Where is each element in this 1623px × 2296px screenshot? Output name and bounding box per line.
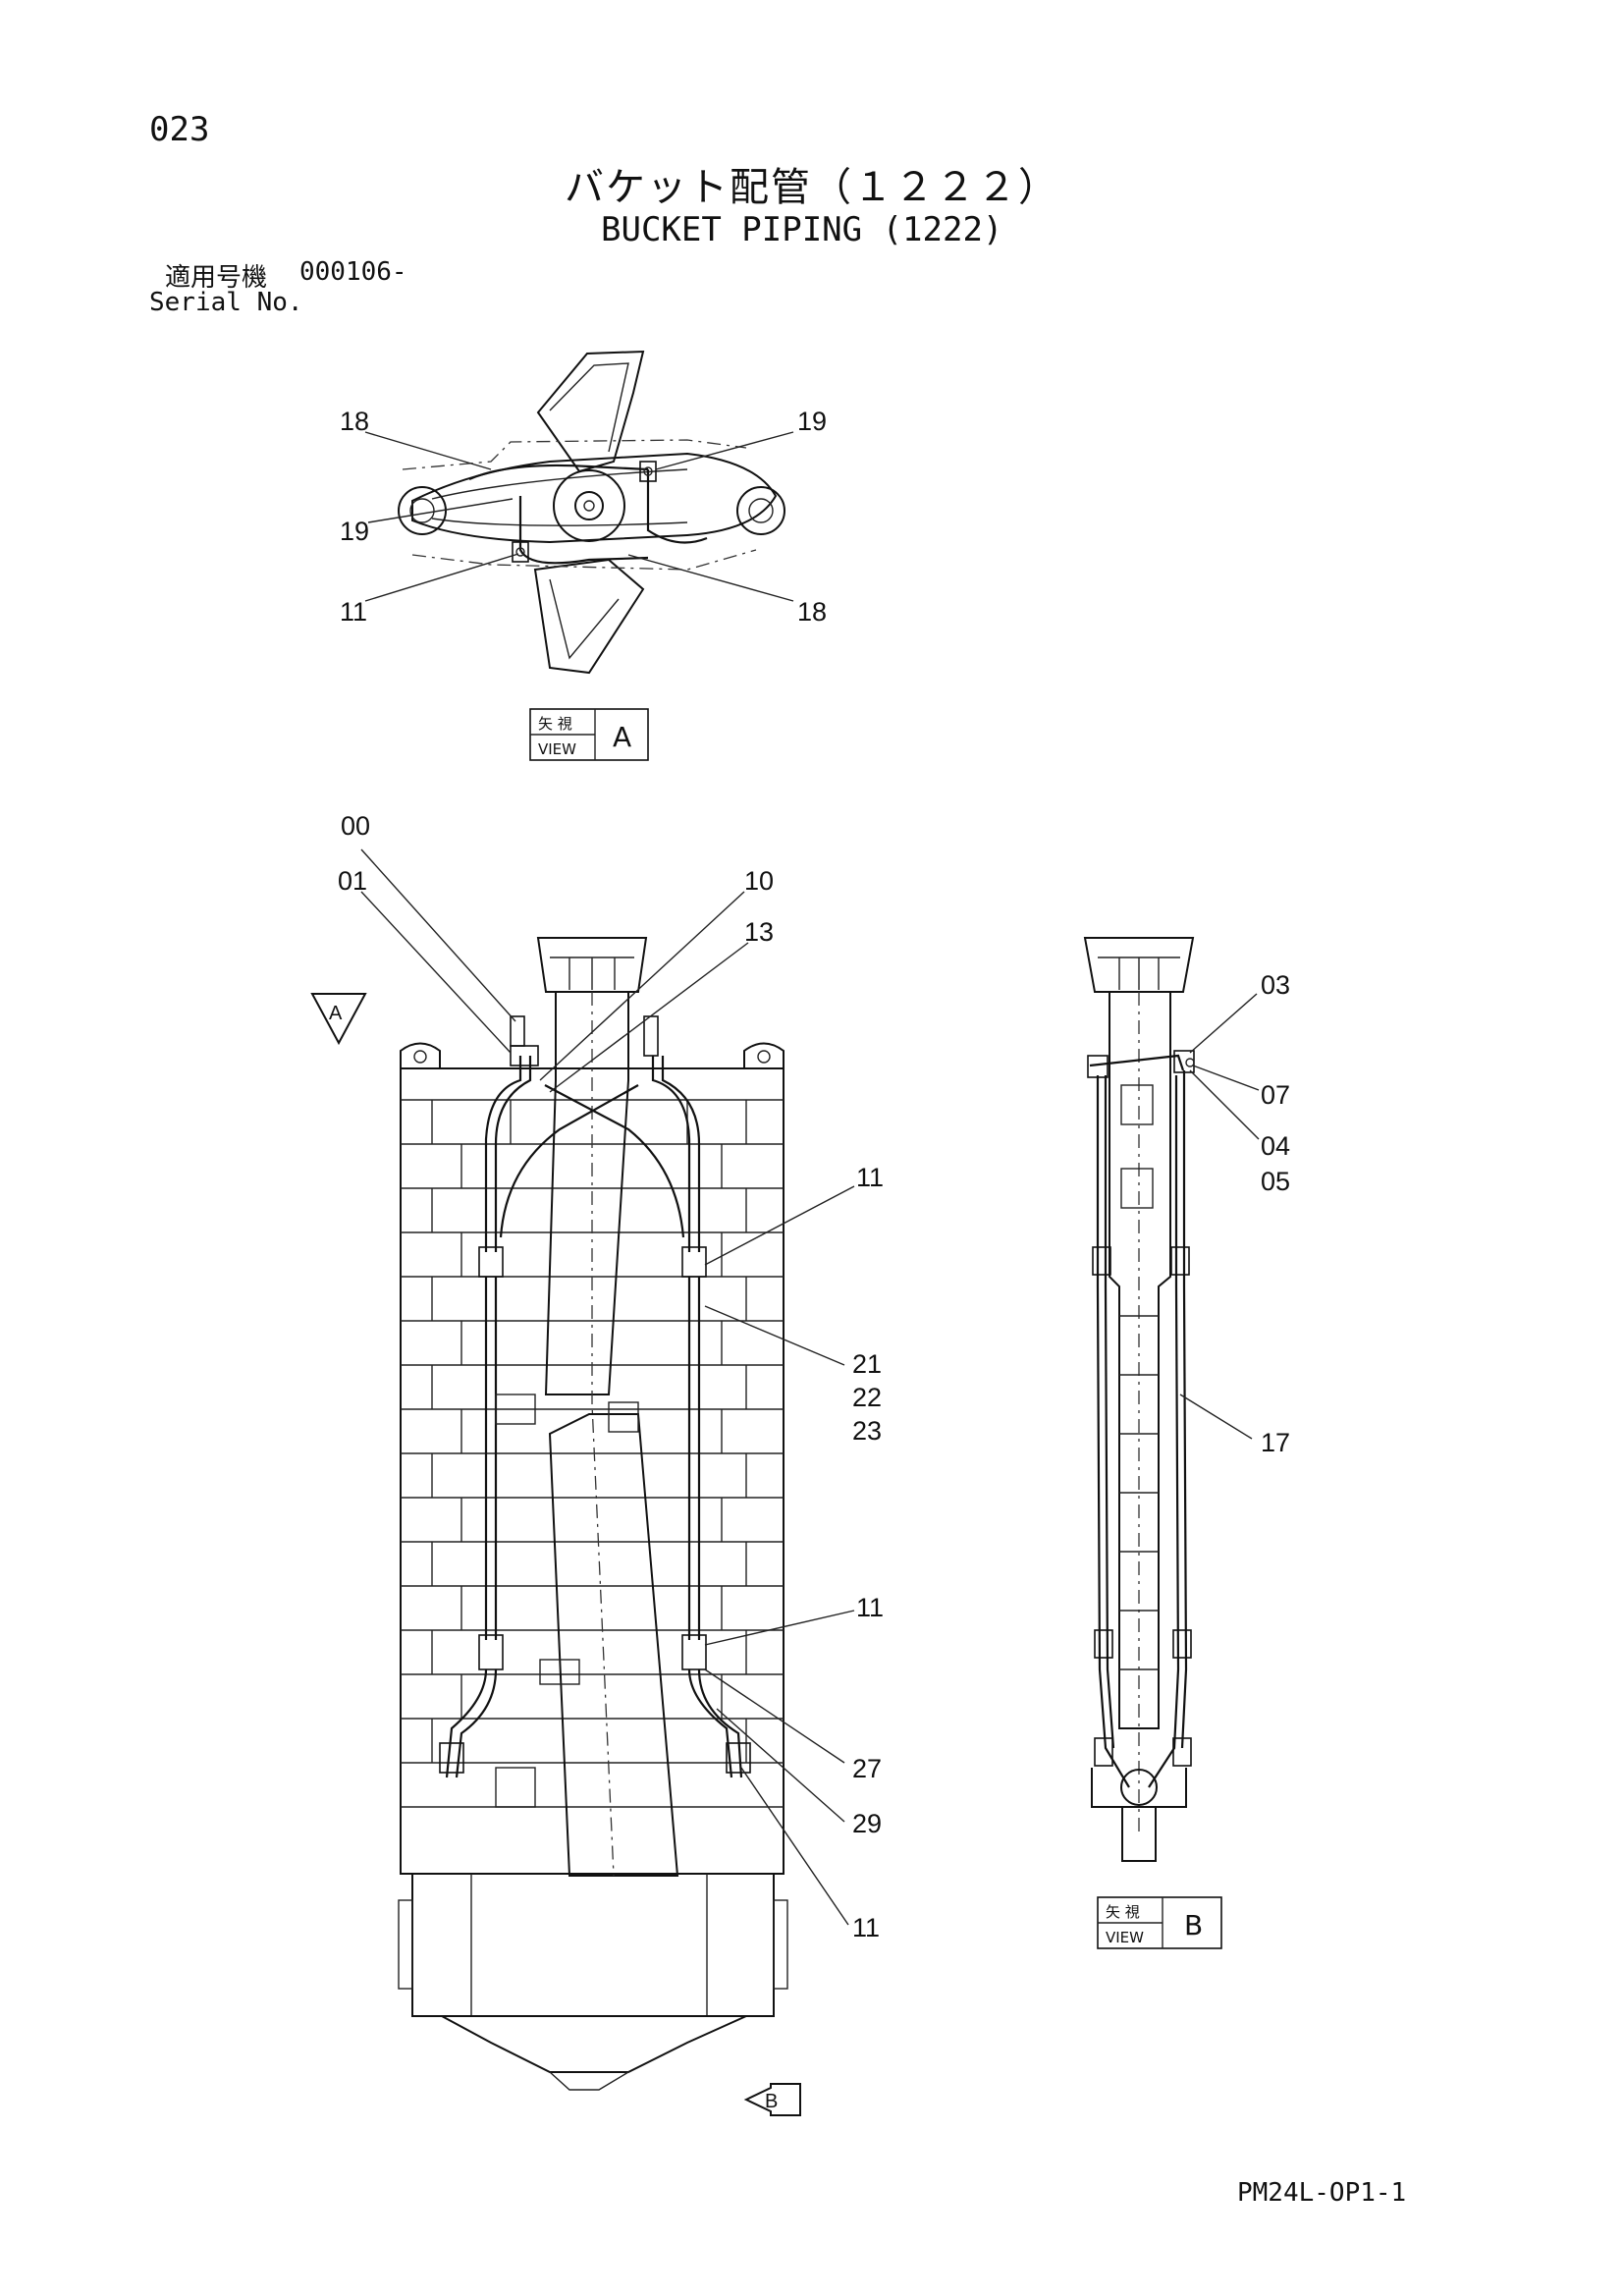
- view-b-en: VIEW: [1106, 1929, 1144, 1946]
- callout-11-upper: 11: [856, 1163, 884, 1192]
- callout-23: 23: [852, 1416, 882, 1446]
- main-view-drawing: [398, 937, 788, 2091]
- callout-21: 21: [852, 1349, 882, 1379]
- page-number: 023: [149, 110, 210, 149]
- view-a-arrow: A: [310, 993, 367, 1046]
- callout-10: 10: [744, 866, 774, 896]
- serial-label-english: Serial No.: [149, 288, 303, 317]
- callout-04: 04: [1261, 1131, 1290, 1161]
- serial-label-japanese: 適用号機: [165, 263, 268, 293]
- callout-19-lower: 19: [340, 517, 369, 546]
- document-code: PM24L-OP1-1: [1237, 2178, 1407, 2208]
- callout-17: 17: [1261, 1428, 1290, 1457]
- view-b-tag: 矢 視 VIEW B: [1097, 1896, 1222, 1949]
- callout-11-middle: 11: [856, 1593, 884, 1622]
- callout-22: 22: [852, 1383, 882, 1412]
- arrow-b-letter: B: [765, 2091, 778, 2112]
- side-view-drawing: [1083, 937, 1195, 1862]
- serial-value: 000106-: [299, 257, 407, 287]
- callout-05: 05: [1261, 1167, 1290, 1196]
- view-b-letter: B: [1184, 1909, 1203, 1941]
- view-b-jp: 矢 視: [1106, 1903, 1140, 1921]
- view-a-jp: 矢 視: [538, 715, 572, 733]
- top-view-drawing: [398, 350, 785, 675]
- callout-27: 27: [852, 1754, 882, 1783]
- side-view-leaders: [1179, 993, 1260, 1440]
- callout-01: 01: [338, 866, 367, 896]
- view-a-tag: 矢 視 VIEW A: [529, 708, 649, 761]
- callout-18-lower: 18: [797, 597, 827, 627]
- title-english: BUCKET PIPING (1222): [601, 210, 1003, 249]
- callout-07: 07: [1261, 1080, 1290, 1110]
- view-a-en: VIEW: [538, 740, 576, 758]
- title-japanese: バケット配管（１２２２）: [565, 165, 1059, 210]
- arrow-a-letter: A: [329, 1003, 343, 1024]
- callout-18-upper: 18: [340, 407, 369, 436]
- callout-29: 29: [852, 1809, 882, 1838]
- callout-03: 03: [1261, 970, 1290, 1000]
- view-a-letter: A: [613, 721, 631, 753]
- callout-19-upper: 19: [797, 407, 827, 436]
- callout-11-lower: 11: [852, 1913, 880, 1942]
- view-b-arrow: B: [743, 2083, 801, 2116]
- top-view-leaders: [364, 431, 794, 602]
- callout-13: 13: [744, 917, 774, 947]
- main-view-leaders: [360, 848, 855, 1926]
- callout-11-top: 11: [340, 597, 367, 627]
- callout-00: 00: [341, 811, 370, 841]
